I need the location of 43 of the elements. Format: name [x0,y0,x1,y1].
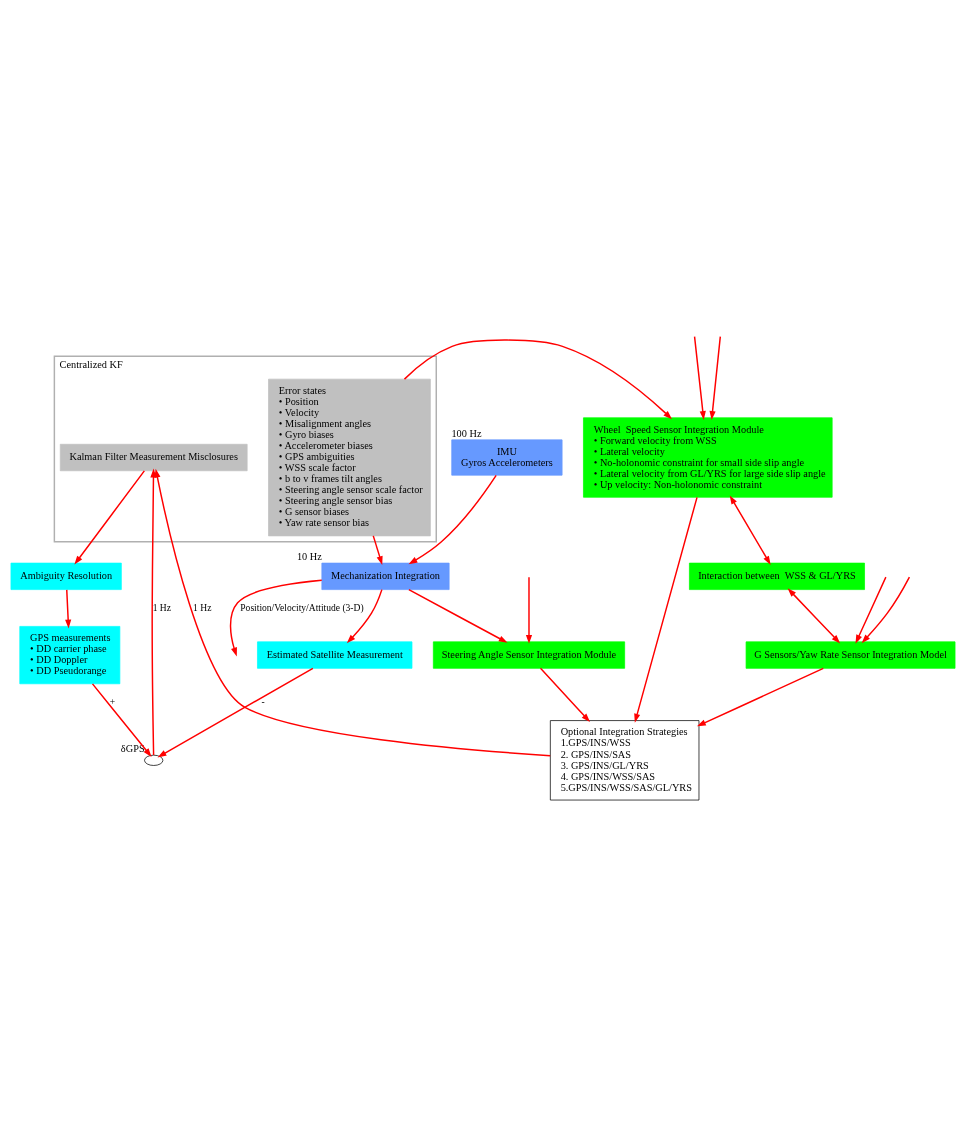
arrow [525,575,533,644]
edge-label: 1 Hz [152,601,171,612]
arrow [693,335,706,420]
arrow [408,588,508,643]
arrow [372,534,383,565]
arrow [855,575,887,644]
node-box: Mechanization Integration [321,562,450,590]
node-box: Error states • Position • Velocity • Misalignment angles • Gyro biases • Accelerometer biases • GPS ambiguities • WSS scale factor • b to v frames tilt angles • Steering angle sensor scale factor • Steering angle sensor bias • G sensor biases • Yaw rate sensor bias [268,378,431,536]
arrow [74,469,146,565]
arrow [91,682,152,757]
edge-label: + [109,695,116,707]
arrow [696,667,825,726]
arrow [65,588,72,628]
arrow [408,474,497,564]
arrow [861,575,911,643]
node-box: IMU Gyros Accelerometers [451,439,563,476]
edge-label: - [261,695,265,707]
node-circle [144,754,164,766]
node-box: Optional Integration Strategies 1.GPS/INS/WSS 2. GPS/INS/SAS 3. GPS/INS/GL/YRS 4. GPS/INS/WSS/SAS 5.GPS/INS/WSS/SAS/GL/YRS [549,719,700,800]
arrow [229,579,323,656]
edge-label: Position/Velocity/Attitude (3-D) [240,601,364,612]
arrow [157,667,314,757]
arrow [729,494,771,565]
node-label: 100 Hz [451,427,482,439]
node-label: δGPS [120,742,145,754]
node-box: Estimated Satellite Measurement [257,641,413,669]
node-box: Wheel Speed Sensor Integration Module • Forward velocity from WSS • Lateral velocity • No-holonomic constraint for small side slip angle • Lateral velocity from GL/YRS for large side slip angle • Up velocity: Non-holonomic constraint [583,416,833,498]
node-box: Interaction between WSS & GL/YRS [689,562,865,590]
node-box: GPS measurements • DD carrier phase • DD Doppler • DD Pseudorange [19,625,121,684]
node-label: 10 Hz [296,550,322,562]
arrow [539,667,591,722]
node-box: Kalman Filter Measurement Misclosures [59,443,248,471]
arrow [634,496,698,723]
node-box: Ambiguity Resolution [10,562,122,590]
edge-label: 1 Hz [193,601,212,612]
arrow [346,588,383,643]
arrow [150,468,157,756]
node-box: G Sensors/Yaw Rate Sensor Integration Model [745,641,956,669]
arrow [709,335,722,420]
arrow [154,468,551,756]
arrow [403,338,672,419]
arrow [787,587,841,643]
node-box: Steering Angle Sensor Integration Module [432,641,625,669]
